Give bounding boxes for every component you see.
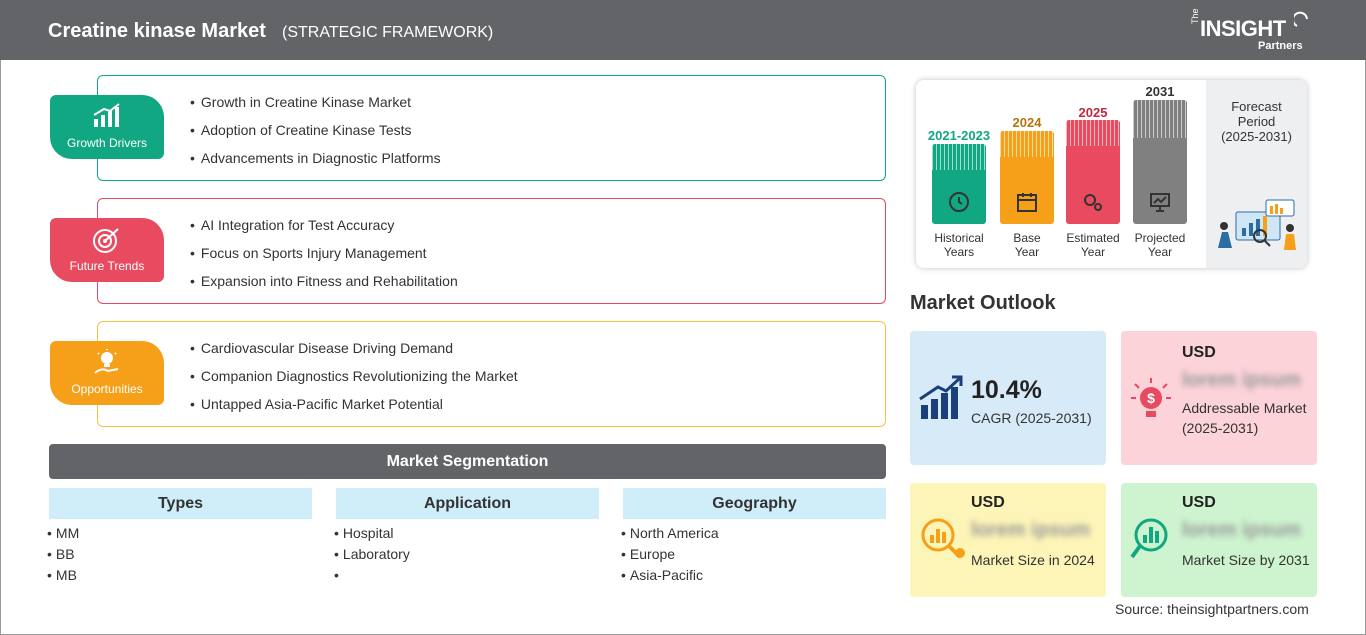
- list-item: MM: [47, 525, 79, 546]
- list-item: Europe: [621, 546, 719, 567]
- future-trends-label: Future Trends: [69, 259, 145, 273]
- timeline-bar-base: [1000, 131, 1054, 224]
- svg-text:$: $: [1147, 390, 1155, 406]
- list-item: MB: [47, 567, 79, 588]
- growth-arrow-chart-icon: [919, 375, 963, 419]
- size2024-value-blurred: lorem ipsum: [971, 519, 1090, 541]
- lightbulb-hand-icon: [94, 349, 119, 374]
- growth-chart-icon: [93, 103, 120, 127]
- future-trends-list: AI Integration for Test Accuracy Focus o…: [190, 217, 458, 301]
- segmentation-title: Market Segmentation: [49, 444, 886, 479]
- addressable-value-blurred: lorem ipsum: [1182, 369, 1301, 391]
- list-item: [334, 567, 410, 588]
- source-text: Source: theinsightpartners.com: [1115, 601, 1309, 617]
- list-item: Advancements in Diagnostic Platforms: [190, 150, 441, 178]
- growth-drivers-list: Growth in Creatine Kinase Market Adoptio…: [190, 94, 441, 178]
- list-item: Companion Diagnostics Revolutionizing th…: [190, 368, 518, 396]
- opportunities-label: Opportunities: [71, 382, 143, 396]
- size2031-label: Market Size by 2031: [1182, 552, 1310, 568]
- application-list: Hospital Laboratory: [334, 525, 410, 588]
- list-item: Focus on Sports Injury Management: [190, 245, 458, 273]
- size2031-currency: USD: [1182, 494, 1216, 511]
- market-outlook-title: Market Outlook: [910, 292, 1056, 314]
- cagr-value: 10.4%: [971, 376, 1042, 404]
- segment-header-types: Types: [49, 488, 312, 519]
- opportunities-badge: Opportunities: [50, 341, 164, 405]
- timeline-bar-estimated: [1066, 120, 1120, 224]
- timeline-bar-historical: [932, 144, 986, 224]
- segment-header-application: Application: [336, 488, 599, 519]
- list-item: North America: [621, 525, 719, 546]
- analytics-team-icon: [1218, 199, 1296, 250]
- forecast-panel: Forecast Period (2025-2031): [1206, 80, 1307, 268]
- size2024-currency: USD: [971, 494, 1005, 511]
- addressable-currency: USD: [1182, 344, 1216, 361]
- list-item: Expansion into Fitness and Rehabilitatio…: [190, 273, 458, 301]
- timeline-year-estimated: 2025: [1078, 105, 1108, 120]
- target-icon: [93, 228, 119, 253]
- growth-drivers-label: Growth Drivers: [66, 136, 147, 150]
- future-trends-card: AI Integration for Test Accuracy Focus o…: [97, 198, 886, 304]
- timeline-bar-projected: [1133, 100, 1187, 224]
- logo-arc-icon: [1294, 11, 1308, 27]
- segment-header-geography: Geography: [623, 488, 886, 519]
- lightbulb-dollar-icon: $: [1131, 378, 1171, 417]
- geography-list: North America Europe Asia-Pacific: [621, 525, 719, 588]
- addressable-market-box: $ USD lorem ipsum Addressable Market (20…: [1121, 331, 1317, 465]
- growth-drivers-card: Growth in Creatine Kinase Market Adoptio…: [97, 75, 886, 181]
- addressable-label: Addressable Market (2025-2031): [1182, 400, 1307, 436]
- timeline-year-projected: 2031: [1145, 84, 1175, 99]
- logo-partners: Partners: [1258, 40, 1303, 52]
- size2031-value-blurred: lorem ipsum: [1182, 519, 1301, 541]
- header-bar: Creatine kinase Market (STRATEGIC FRAMEW…: [0, 0, 1366, 60]
- page-subtitle: (STRATEGIC FRAMEWORK): [282, 24, 494, 41]
- list-item: AI Integration for Test Accuracy: [190, 217, 458, 245]
- timeline-year-historical: 2021-2023: [927, 128, 991, 143]
- logo-insight: INSIGHT: [1200, 16, 1286, 41]
- cagr-label: CAGR (2025-2031): [971, 410, 1092, 426]
- size2024-label: Market Size in 2024: [971, 552, 1095, 568]
- future-trends-badge: Future Trends: [50, 218, 164, 282]
- list-item: Adoption of Creatine Kinase Tests: [190, 122, 441, 150]
- list-item: Untapped Asia-Pacific Market Potential: [190, 396, 518, 424]
- insight-partners-logo[interactable]: The INSIGHT Partners: [1190, 8, 1310, 54]
- market-size-2024-box: USD lorem ipsum Market Size in 2024: [910, 483, 1106, 597]
- list-item: BB: [47, 546, 79, 567]
- presentation-icon: [1150, 193, 1170, 212]
- list-item: Cardiovascular Disease Driving Demand: [190, 340, 518, 368]
- logo-the: The: [1190, 8, 1200, 24]
- list-item: Laboratory: [334, 546, 410, 567]
- list-item: Growth in Creatine Kinase Market: [190, 94, 441, 122]
- opportunities-card: Cardiovascular Disease Driving Demand Co…: [97, 321, 886, 427]
- history-clock-icon: [949, 192, 969, 212]
- growth-drivers-badge: Growth Drivers: [50, 95, 164, 159]
- chart-magnifier-icon: [921, 518, 965, 559]
- list-item: Asia-Pacific: [621, 567, 719, 588]
- calendar-icon: [1017, 193, 1037, 212]
- opportunities-list: Cardiovascular Disease Driving Demand Co…: [190, 340, 518, 424]
- types-list: MM BB MB: [47, 525, 79, 588]
- forecast-title: Forecast Period (2025-2031): [1221, 99, 1292, 144]
- gears-icon: [1084, 194, 1102, 211]
- timeline-year-base: 2024: [1012, 115, 1042, 130]
- timeline-card: Forecast Period (2025-2031) 2021-2023 Hi…: [916, 80, 1307, 268]
- chart-magnifier-icon: [1130, 518, 1168, 559]
- page-title: Creatine kinase Market: [48, 20, 266, 42]
- forecast-range: (2025-2031): [1221, 129, 1292, 144]
- list-item: Hospital: [334, 525, 410, 546]
- market-size-2031-box: USD lorem ipsum Market Size by 2031: [1121, 483, 1317, 597]
- cagr-box: 10.4% CAGR (2025-2031): [910, 331, 1106, 465]
